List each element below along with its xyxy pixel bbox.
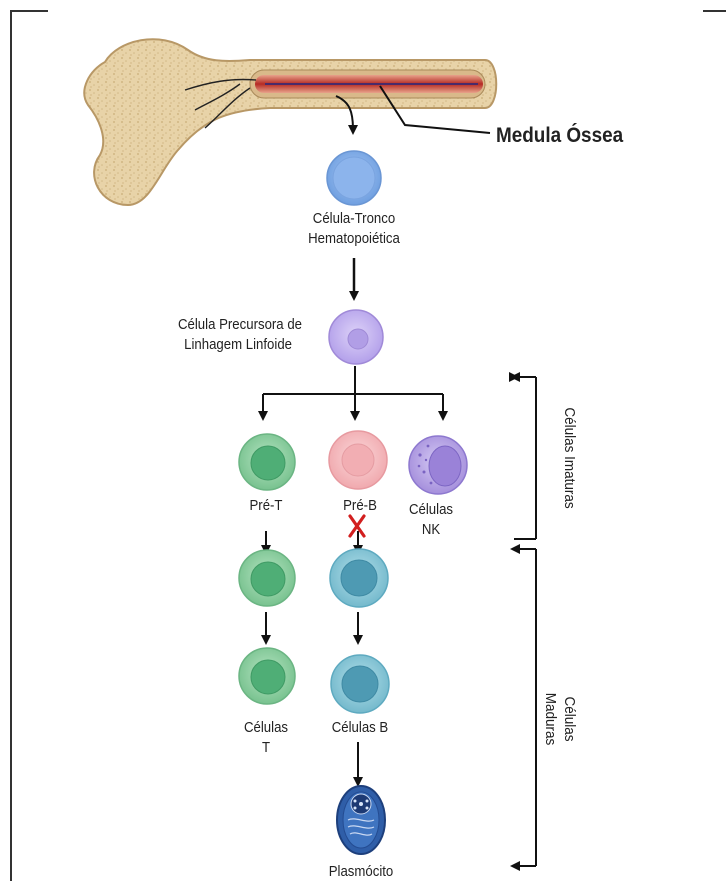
b-cell-intermediate: [330, 549, 388, 607]
bracket-tip-top: [510, 372, 520, 382]
mature-bracket: [514, 549, 536, 866]
femur-shape: [84, 39, 496, 205]
b-cell-mature: [331, 655, 389, 713]
precursor-label-line2: Linhagem Linfoide: [132, 335, 292, 355]
precursor-label-line1: Célula Precursora de: [133, 315, 302, 335]
nk-label-line2: NK: [400, 520, 462, 540]
t-cells-label-line1: Células: [233, 718, 300, 738]
stem-cell-label-line2: Hematopoiética: [292, 229, 415, 249]
nk-cell: [409, 436, 467, 494]
plasma-cell: [337, 786, 385, 854]
nk-label-line1: Células: [400, 500, 462, 520]
pre-t-label: Pré-T: [240, 496, 293, 516]
branch-connector: [263, 366, 443, 416]
bracket-tip-bottom: [510, 861, 520, 871]
precursor-cell: [329, 310, 383, 364]
mature-label-line2: Maduras: [540, 692, 560, 746]
immature-bracket: [514, 377, 536, 539]
b-cells-label: Células B: [320, 718, 401, 738]
mature-label-line1: Células: [559, 692, 579, 746]
stem-cell: [327, 151, 381, 205]
medula-ossea-title: Medula Óssea: [496, 124, 623, 148]
plasma-label: Plasmócito: [313, 862, 410, 882]
pre-b-label: Pré-B: [334, 496, 387, 516]
t-cell-intermediate: [239, 550, 295, 606]
stem-cell-label-line1: Célula-Tronco: [292, 209, 415, 229]
bracket-tip-mid: [510, 544, 520, 554]
t-cells-label-line2: T: [233, 738, 300, 758]
bone-illustration: [84, 39, 496, 205]
t-cell-mature: [239, 648, 295, 704]
pre-t-cell: [239, 434, 295, 490]
pre-b-cell: [329, 431, 387, 489]
immature-label: Células Imaturas: [559, 395, 579, 521]
